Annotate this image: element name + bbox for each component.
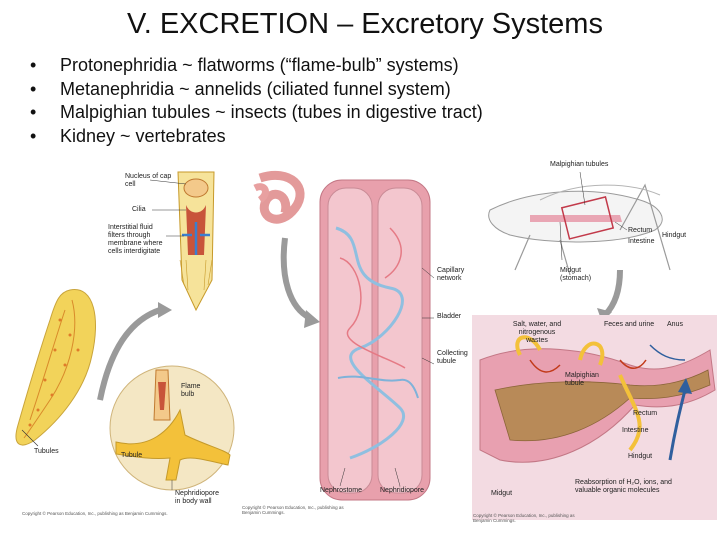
bullet-text: Kidney ~ vertebrates — [60, 126, 226, 146]
bullet-item: •Metanephridia ~ annelids (ciliated funn… — [30, 78, 483, 102]
nucleus-label: Nucleus of cap cell — [125, 173, 173, 189]
flame-bulb-label: Flame bulb — [181, 383, 207, 399]
flatworm-illustration — [0, 160, 260, 530]
annelid-illustration — [240, 168, 470, 518]
tubules-label: Tubules — [34, 448, 59, 456]
segment-2 — [378, 188, 422, 493]
bullet-item: •Protonephridia ~ flatworms (“flame-bulb… — [30, 54, 483, 78]
bullet-text: Malpighian tubules ~ insects (tubes in d… — [60, 102, 483, 122]
interstitial-label: Interstitial fluid filters through membr… — [108, 224, 168, 256]
salt-water-label: Salt, water, and nitrogenous wastes — [508, 321, 566, 345]
bullet-dot: • — [30, 78, 60, 102]
bullet-dot: • — [30, 125, 60, 149]
midgut-top-label: Midgut (stomach) — [560, 267, 600, 283]
tubule-label: Tubule — [121, 452, 142, 460]
nephrostome-label: Nephrostome — [320, 487, 362, 495]
rectum-bottom-label: Rectum — [633, 410, 657, 418]
anus-label: Anus — [667, 321, 683, 329]
malpighian-bottom-label: Malpighian tubule — [565, 372, 605, 388]
collecting-label: Collecting tubule — [437, 350, 469, 366]
hindgut-top-label: Hindgut — [662, 232, 686, 240]
hindgut-bottom-label: Hindgut — [628, 453, 652, 461]
bullet-text: Protonephridia ~ flatworms (“flame-bulb”… — [60, 55, 459, 75]
annelid-credit: Copyright © Pearson Education, Inc., pub… — [242, 505, 352, 515]
slide-title: V. EXCRETION – Excretory Systems — [0, 8, 720, 41]
rectum-top-label: Rectum — [628, 227, 652, 235]
intestine-bottom-label: Intestine — [622, 427, 648, 435]
feces-label: Feces and urine — [604, 321, 654, 329]
bullet-list: •Protonephridia ~ flatworms (“flame-bulb… — [30, 54, 483, 148]
bullet-dot: • — [30, 54, 60, 78]
annelid-nephridiopore-label: Nephridiopore — [380, 487, 424, 495]
bullet-text: Metanephridia ~ annelids (ciliated funne… — [60, 79, 451, 99]
annelid-arrowhead — [304, 310, 320, 328]
grasshopper-gut — [530, 215, 622, 222]
capillary-label: Capillary network — [437, 267, 469, 283]
annelid-arrow — [284, 238, 310, 318]
cilia-label: Cilia — [132, 206, 146, 214]
insect-illustration — [470, 160, 720, 530]
cap-cell-nucleus — [184, 179, 208, 197]
nephridiopore-label: Nephridiopore in body wall — [175, 490, 225, 506]
intestine-top-label: Intestine — [628, 238, 654, 246]
bullet-dot: • — [30, 101, 60, 125]
flatworm-body — [16, 290, 96, 445]
insect-arrow — [605, 270, 620, 315]
bladder-label: Bladder — [437, 313, 461, 321]
segment-1 — [328, 188, 372, 493]
bullet-item: •Malpighian tubules ~ insects (tubes in … — [30, 101, 483, 125]
midgut-bottom-label: Midgut — [491, 490, 512, 498]
progression-arrowhead — [158, 302, 172, 318]
malpighian-top-label: Malpighian tubules — [550, 161, 608, 169]
insect-credit: Copyright © Pearson Education, Inc., pub… — [473, 513, 593, 523]
reabsorption-label: Reabsorption of H₂O, ions, and valuable … — [575, 479, 687, 495]
flatworm-credit: Copyright © Pearson Education, Inc., pub… — [22, 511, 222, 516]
bullet-item: •Kidney ~ vertebrates — [30, 125, 483, 149]
